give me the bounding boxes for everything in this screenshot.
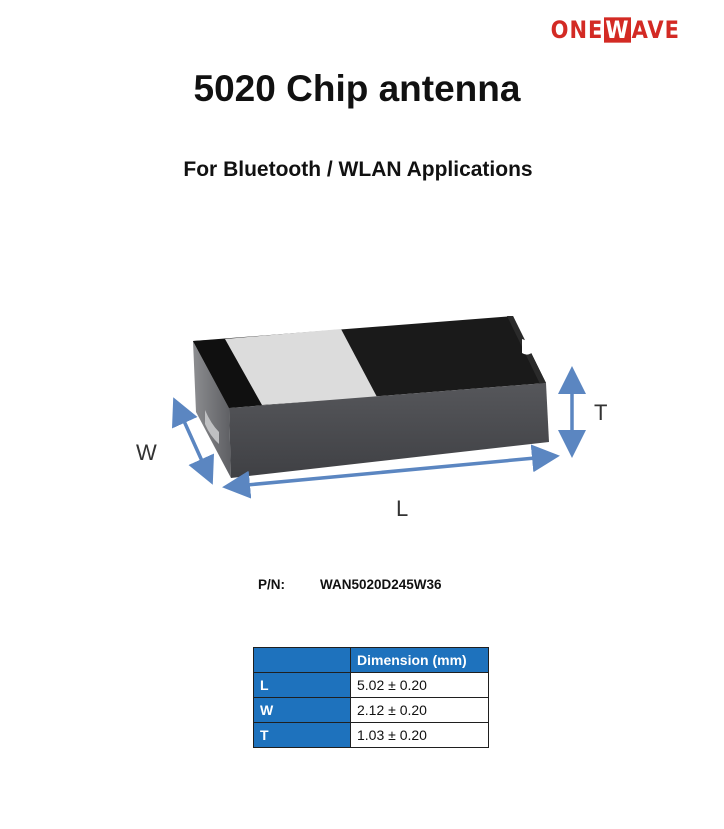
logo-text-ave: AVE <box>631 16 680 44</box>
table-row: T 1.03 ± 0.20 <box>253 722 489 748</box>
logo-text-w: W <box>604 16 631 44</box>
page-subtitle: For Bluetooth / WLAN Applications <box>183 158 533 181</box>
table-row: L 5.02 ± 0.20 <box>253 672 489 698</box>
table-cell-param: T <box>253 722 351 748</box>
part-number-value: WAN5020D245W36 <box>320 577 442 592</box>
table-cell-value: 2.12 ± 0.20 <box>350 697 489 723</box>
arrow-l <box>222 444 560 499</box>
table-header-dimension: Dimension (mm) <box>350 647 489 673</box>
table-row: W 2.12 ± 0.20 <box>253 697 489 723</box>
table-cell-value: 5.02 ± 0.20 <box>350 672 489 698</box>
label-t: T <box>594 400 607 425</box>
table-header-row: Dimension (mm) <box>253 647 489 673</box>
table-cell-param: L <box>253 672 351 698</box>
label-l: L <box>396 496 408 521</box>
table-cell-param: W <box>253 697 351 723</box>
table-cell-value: 1.03 ± 0.20 <box>350 722 489 748</box>
logo-text-one: ONE <box>550 16 604 44</box>
dimension-table: Dimension (mm) L 5.02 ± 0.20 W 2.12 ± 0.… <box>253 647 489 748</box>
chip-antenna-diagram: W L T <box>136 316 607 521</box>
arrow-w <box>172 397 214 485</box>
chip-marking-area <box>225 329 377 405</box>
table-header-empty <box>253 647 351 673</box>
part-number-label: P/N: <box>258 577 285 592</box>
chip-terminal-band-left <box>193 339 262 408</box>
page-title: 5020 Chip antenna <box>193 68 521 109</box>
part-number: P/N: WAN5020D245W36 <box>258 577 442 592</box>
label-w: W <box>136 440 157 465</box>
chip-terminal-notch-right <box>522 339 534 355</box>
